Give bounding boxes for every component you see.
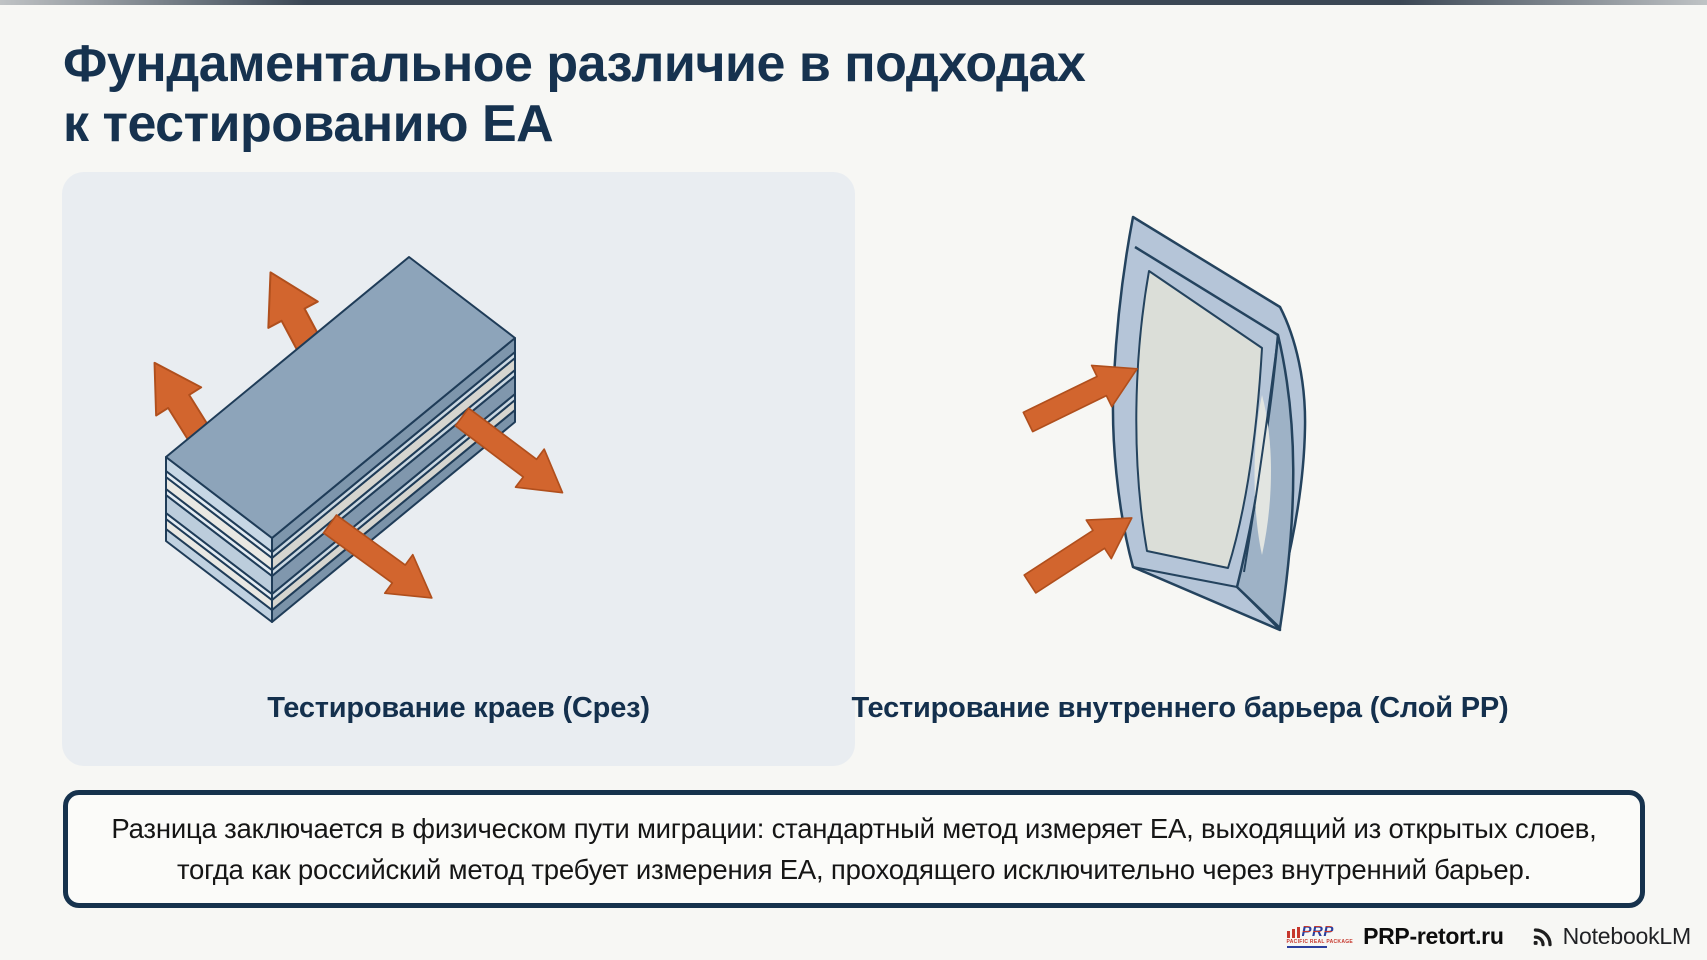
footer: PRP PACIFIC REAL PACKAGE PRP-retort.ru N… xyxy=(1286,921,1691,951)
laminate-stack-edge-arrows-icon xyxy=(130,256,578,623)
left-figure-caption: Тестирование краев (Срез) xyxy=(267,692,650,724)
summary-box: Разница заключается в физическом пути ми… xyxy=(63,790,1645,908)
prp-logo-text: PRP xyxy=(1301,923,1334,940)
prp-logo-underline xyxy=(1286,946,1327,948)
prp-logo-subtext: PACIFIC REAL PACKAGE xyxy=(1286,939,1354,945)
right-figure-caption: Тестирование внутреннего барьера (Слой P… xyxy=(851,692,1509,724)
prp-brand: PRP PACIFIC REAL PACKAGE PRP-retort.ru xyxy=(1286,922,1504,950)
left-figure-panel xyxy=(62,172,855,766)
prp-site-label: PRP-retort.ru xyxy=(1363,922,1504,949)
notebooklm-label: NotebookLM xyxy=(1562,922,1692,949)
prp-logo-bars-icon xyxy=(1286,927,1300,939)
right-figure xyxy=(900,170,1500,690)
summary-text: Разница заключается в физическом пути ми… xyxy=(111,812,1597,885)
notebooklm-brand: NotebookLM xyxy=(1530,923,1691,950)
prp-logo: PRP PACIFIC REAL PACKAGE xyxy=(1286,923,1354,948)
slide-title-line1: Фундаментальное различие в подходах xyxy=(63,35,1086,93)
top-edge-strip xyxy=(0,0,1707,5)
slide-title: Фундаментальное различие в подходах к те… xyxy=(63,34,1463,155)
notebooklm-icon xyxy=(1533,928,1552,947)
laminate-stack xyxy=(165,256,516,623)
retort-pouch xyxy=(1111,215,1307,632)
retort-pouch-barrier-arrows-icon xyxy=(1016,215,1307,632)
slide-title-line2: к тестированию ЕА xyxy=(63,95,554,154)
